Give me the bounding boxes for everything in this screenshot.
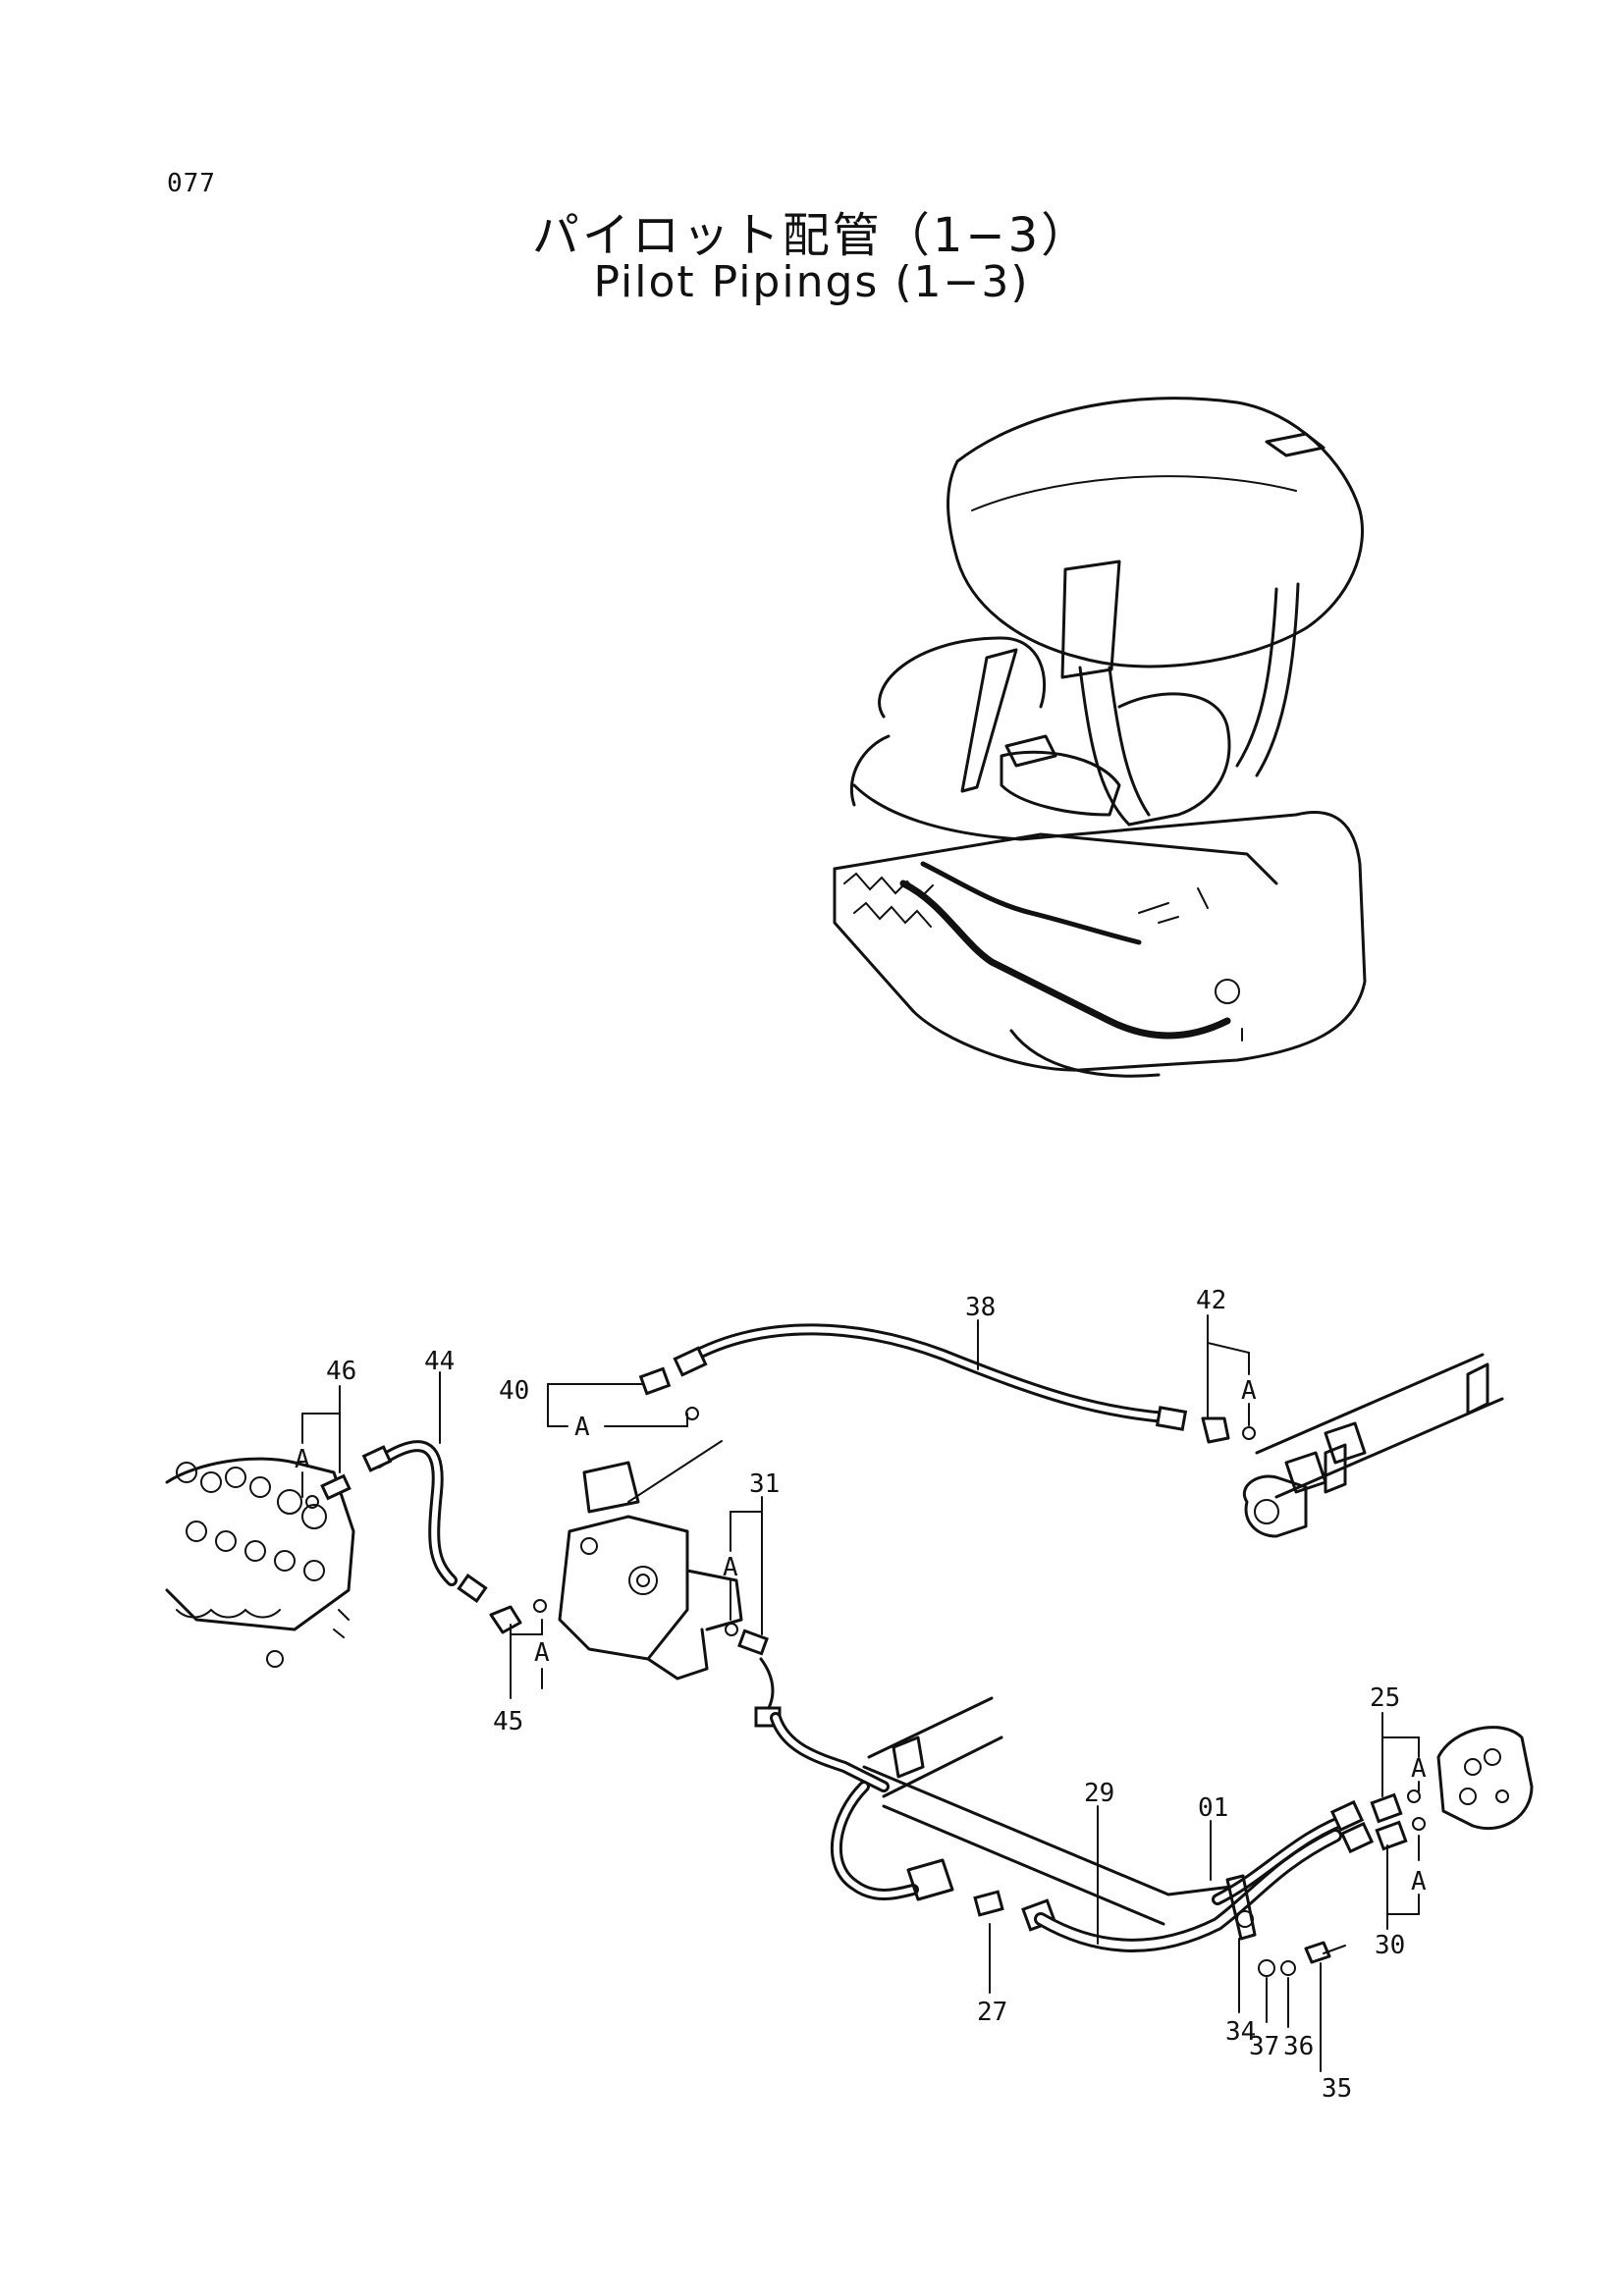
callout-44: 44 (424, 1347, 455, 1376)
page-title-japanese: パイロット配管（1−3） (531, 208, 1092, 263)
detail-marker-a: A (534, 1638, 550, 1668)
callout-29: 29 (1084, 1779, 1114, 1808)
callout-35: 35 (1322, 2074, 1352, 2104)
detail-marker-a: A (1411, 1754, 1427, 1784)
callout-45: 45 (493, 1707, 523, 1736)
callout-25: 25 (1370, 1683, 1400, 1713)
callout-34: 34 (1225, 2017, 1256, 2047)
page-number: 077 (167, 169, 216, 198)
callout-46: 46 (326, 1357, 356, 1386)
control-valve-block (165, 1457, 355, 1668)
machine-overview-illustration (833, 397, 1367, 1078)
pipe-layout-diagram (165, 1314, 1534, 2072)
callout-40: 40 (499, 1376, 529, 1406)
detail-marker-a: A (295, 1445, 310, 1474)
detail-marker-a: A (1411, 1867, 1427, 1896)
detail-marker-a: A (723, 1553, 738, 1582)
callout-37: 37 (1249, 2032, 1279, 2061)
callout-01: 01 (1198, 1793, 1228, 1823)
callout-30: 30 (1375, 1931, 1405, 1960)
detail-marker-a: A (1241, 1376, 1257, 1406)
callout-38: 38 (965, 1293, 996, 1322)
pilot-shutoff-valve (558, 1440, 743, 1681)
callout-31: 31 (749, 1469, 780, 1499)
pilot-valve-right (1243, 1353, 1504, 1538)
page-title-english: Pilot Pipings (1−3) (593, 257, 1030, 307)
callout-27: 27 (977, 1998, 1007, 2027)
pilot-pump-housing (1436, 1726, 1534, 1831)
callout-42: 42 (1196, 1286, 1226, 1315)
callout-36: 36 (1283, 2032, 1314, 2061)
detail-marker-a: A (574, 1413, 590, 1442)
